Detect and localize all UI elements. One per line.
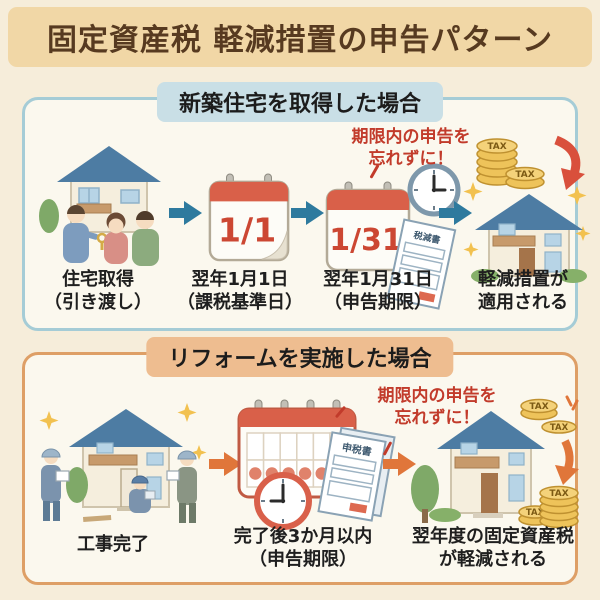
tax-coin-label: TAX [515,170,534,180]
clock-icon [254,472,312,530]
deadline-note: 期限内の申告を 忘れずに！ [311,126,511,170]
tax-coin-label: TAX [529,402,548,412]
tax-coin-stack-icon: TAX TAX [518,485,579,529]
house-icon [429,411,545,522]
calendar-date-jan1: 1/1 [218,210,276,249]
step-label-3months: 完了後3か月以内 （申告期限） [233,526,373,571]
clock-icon [407,163,461,217]
step-label-jan31: 翌年1月31日 （申告期限） [323,269,433,314]
section-renovation: 申税書 TAX [22,352,579,585]
tax-coin-stack-icon: TAX TAX [520,395,579,434]
calendar-date-jan31: 1/31 [329,223,403,258]
worker-icon [41,448,70,521]
deadline-note-line2: 忘れずに！ [368,149,454,170]
house-icon [66,409,183,511]
sparkle-icon [39,403,207,460]
deadline-note-line1: 期限内の申告を [377,386,497,406]
flow-arrow-icon [169,201,202,225]
worker-icon [129,475,156,513]
sparkle-icon [463,182,591,257]
house-icon [471,194,587,283]
step-label-jan1: 翌年1月1日 （課税基準日） [177,269,303,314]
flow-arrow-icon [209,452,242,476]
step-label-tax-reduced: 翌年度の固定資産税 が軽減される [412,526,574,571]
step-label-acquisition: 住宅取得 （引き渡し） [44,269,152,314]
calendar-clock-application-form-icon: 申税書 [237,399,396,530]
flow-arrow-icon [291,201,324,225]
deadline-note: 期限内の申告を 忘れずに！ [347,385,527,429]
curved-down-arrow-icon [554,135,581,176]
step-label-reduction-applied: 軽減措置が 適用される [478,269,568,314]
calendar-jan1-icon: 1/1 [208,173,290,262]
family-receiving-house-keys-icon [39,146,161,266]
curved-down-arrow-icon [561,439,574,473]
flow-arrow-icon [383,452,416,476]
page-title: 固定資産税 軽減措置の申告パターン [8,7,592,67]
tax-coin-label: TAX [526,508,545,518]
tax-coin-label: TAX [487,142,506,152]
section-header-new-house: 新築住宅を取得した場合 [156,82,444,122]
deadline-note-line1: 期限内の申告を [351,127,471,147]
deadline-note-line2: 忘れずに！ [394,408,480,429]
tax-coin-label: TAX [549,489,568,499]
worker-icon [166,450,197,523]
step-label-construction-done: 工事完了 [77,534,149,555]
tax-coin-label: TAX [550,423,569,433]
calendar-jan31: 1/31 [325,181,411,272]
house-tax-coins-reduced-icon: TAX TAX TAX TAX [411,395,579,529]
section-new-house: 1/1 1/31 税減書 [22,97,591,331]
construction-workers-house-icon [39,403,207,523]
tax-coin-stack-icon: TAX TAX [476,138,545,190]
tax-coins-falling-on-house-icon: TAX TAX [463,135,591,283]
calendar-jan31-clock-document-icon: 1/31 税減書 [325,163,461,310]
flow-arrow-icon [439,201,472,225]
tax-reduction-document-icon: 税減書 [386,218,457,310]
section-header-renovation: リフォームを実施した場合 [146,337,454,377]
application-form-icon: 申税書 [317,426,396,522]
